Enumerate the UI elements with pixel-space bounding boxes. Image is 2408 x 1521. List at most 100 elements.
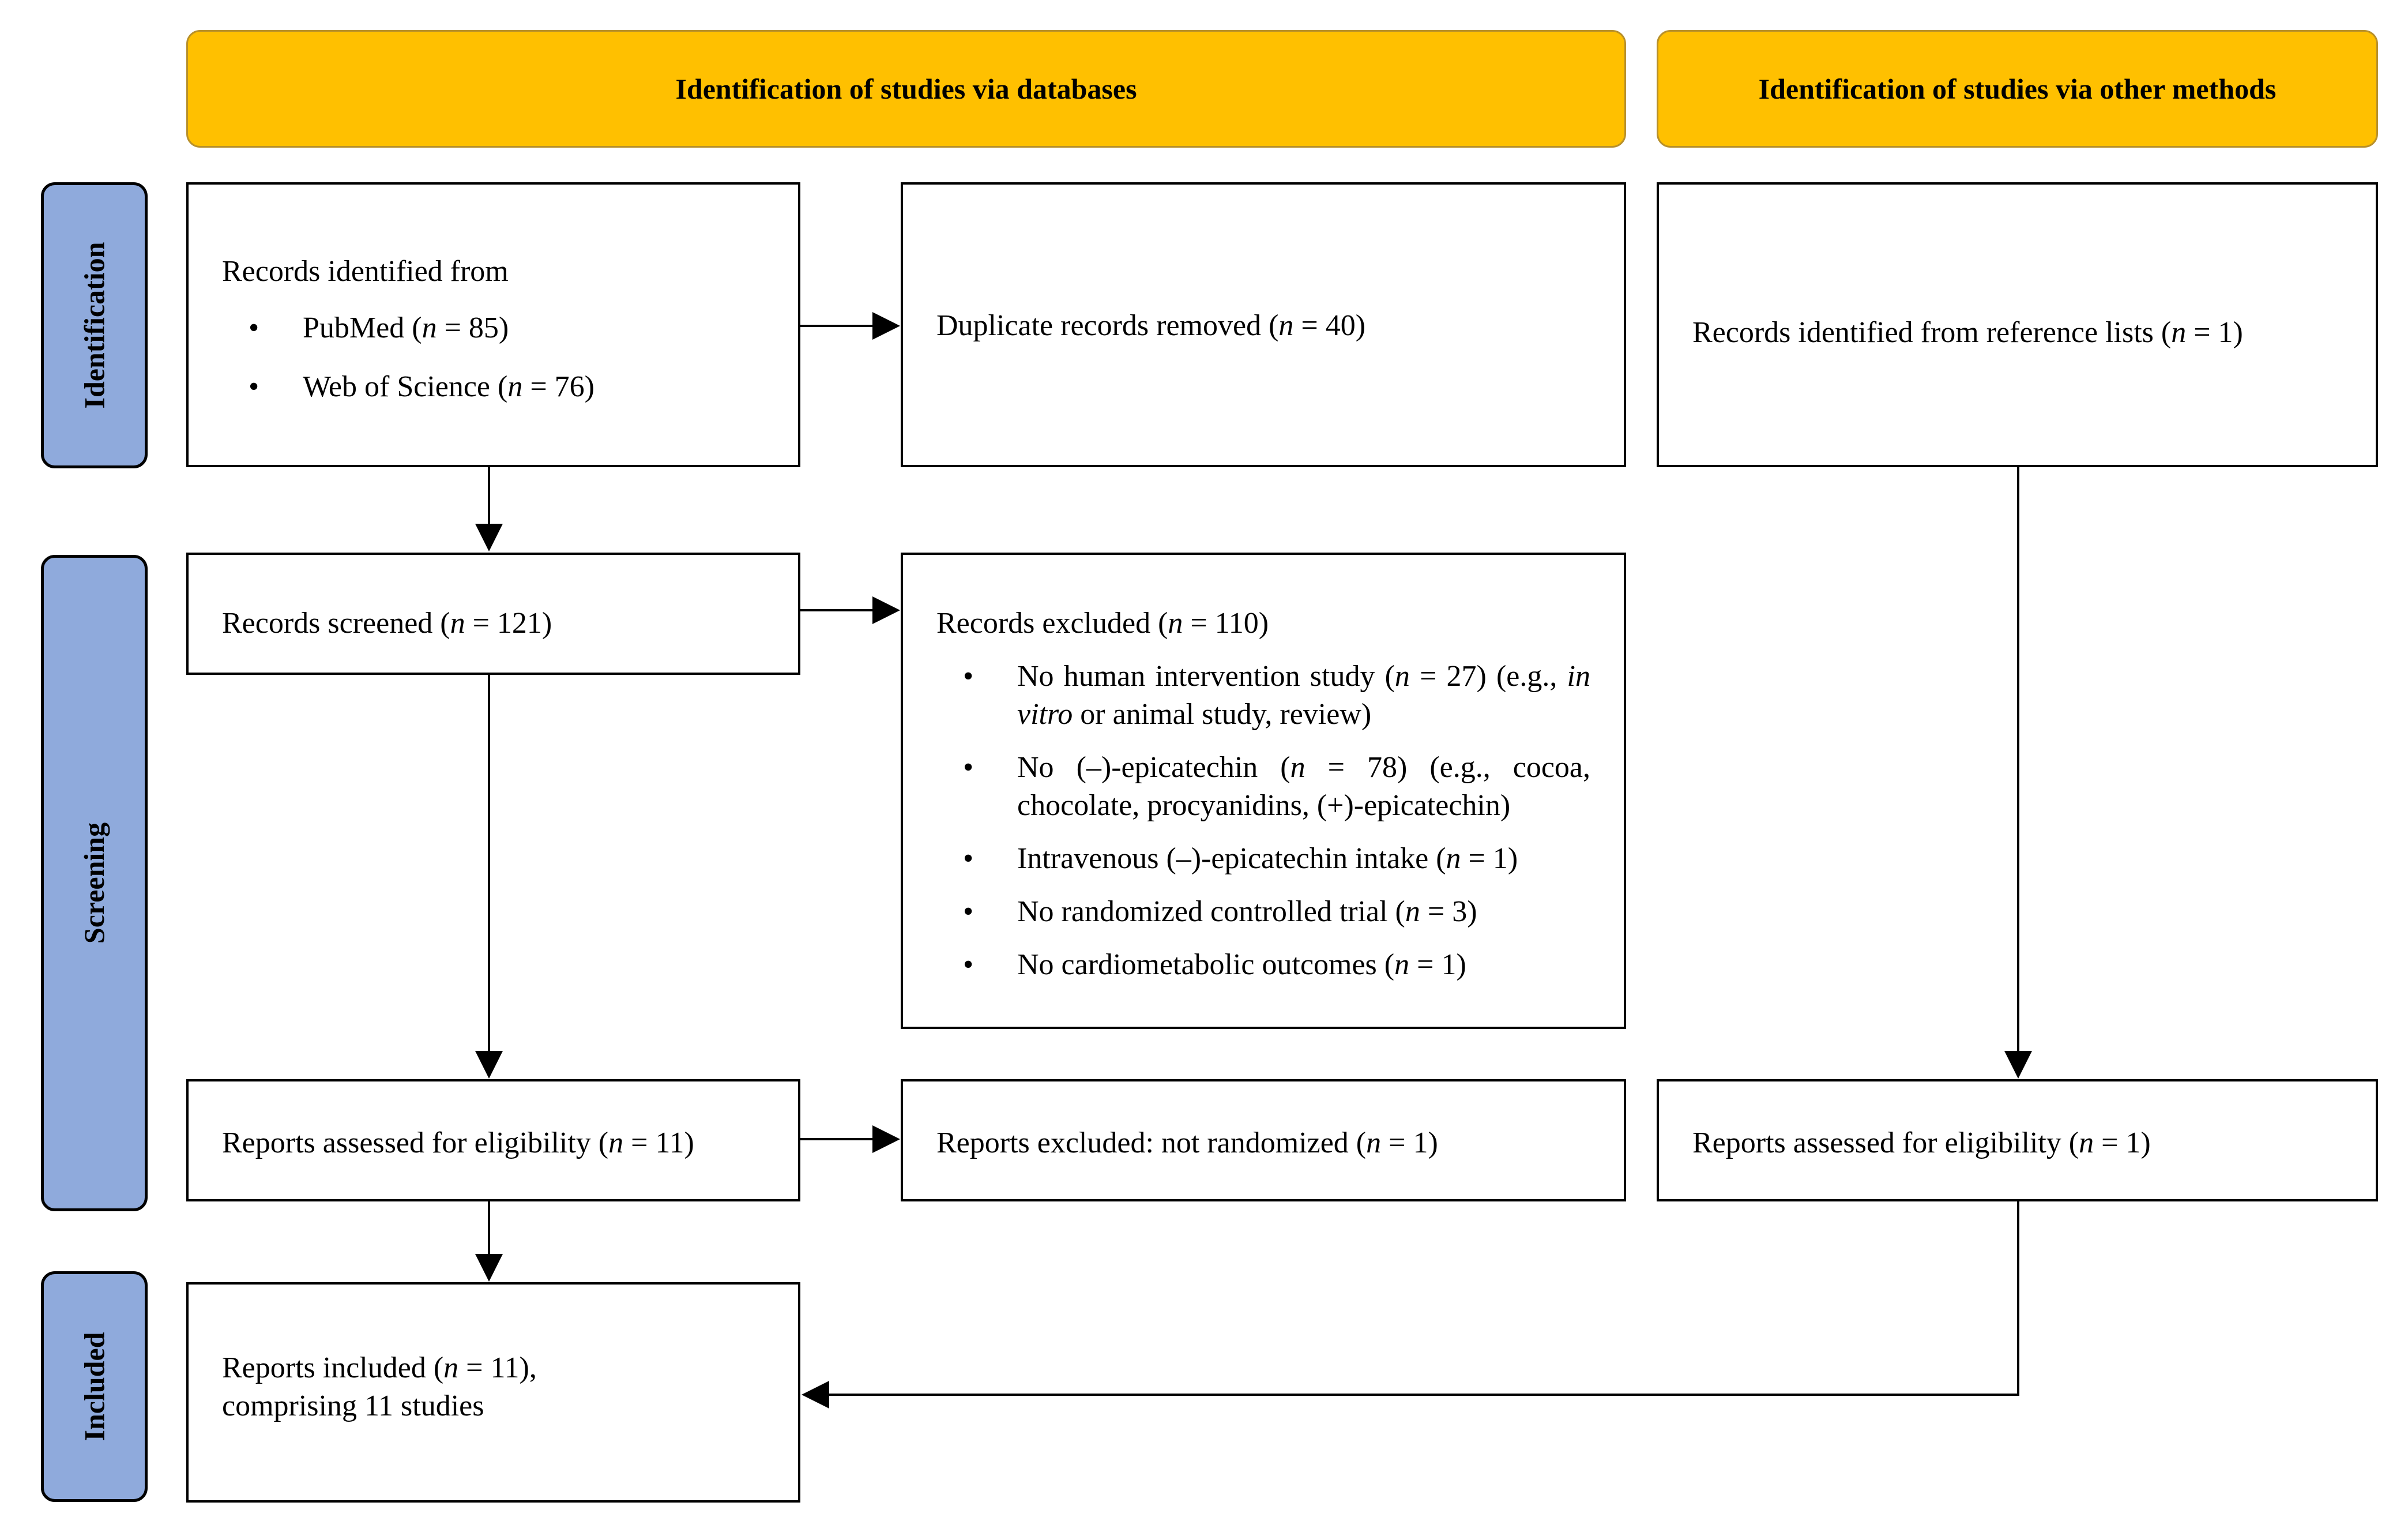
reason-text: = 1) — [1461, 842, 1518, 875]
n-symbol: n — [507, 370, 523, 403]
records-screened-label: Records screened ( — [222, 607, 450, 640]
duplicates-removed-box: Duplicate records removed (n = 40) — [901, 182, 1626, 467]
duplicates-count: = 40) — [1293, 309, 1366, 342]
stage-included: Included — [41, 1271, 148, 1502]
reports-excluded-box: Reports excluded: not randomized (n = 1) — [901, 1079, 1626, 1201]
source-wos-name: Web of Science ( — [303, 370, 508, 403]
exclusion-reason-3: • Intravenous (–)-epicatechin intake (n =… — [936, 840, 1590, 878]
reason-text: Intravenous (–)-epicatechin intake ( — [1017, 842, 1446, 875]
n-symbol: n — [1366, 1126, 1382, 1159]
bullet-icon: • — [963, 895, 974, 928]
n-symbol: n — [1278, 309, 1294, 342]
reference-lists-box: Records identified from reference lists … — [1657, 182, 2378, 467]
n-symbol: n — [1405, 895, 1420, 928]
reports-excluded-count: = 1) — [1381, 1126, 1438, 1159]
bullet-icon: • — [963, 842, 974, 875]
reports-included-box: Reports included (n = 11), comprising 11… — [186, 1282, 800, 1503]
reports-assessed-text: Reports assessed for eligibility (n = 11… — [222, 1124, 765, 1162]
n-symbol: n — [1168, 607, 1183, 640]
n-symbol: n — [608, 1126, 624, 1159]
other-reports-assessed-label: Reports assessed for eligibility ( — [1692, 1126, 2079, 1159]
reference-lists-count: = 1) — [2186, 316, 2243, 349]
stage-identification: Identification — [41, 182, 148, 468]
records-identified-box: Records identified from •PubMed (n = 85)… — [186, 182, 800, 467]
records-screened-count: = 121) — [465, 607, 552, 640]
header-databases-label: Identification of studies via databases — [675, 73, 1137, 105]
exclusion-reason-4: • No randomized controlled trial (n = 3) — [936, 893, 1590, 931]
reports-assessed-box: Reports assessed for eligibility (n = 11… — [186, 1079, 800, 1201]
reason-text: No human intervention study ( — [1017, 660, 1395, 693]
source-pubmed-name: PubMed ( — [303, 311, 422, 344]
reports-assessed-count: = 11) — [623, 1126, 694, 1159]
source-wos-count: = 76) — [522, 370, 595, 403]
bullet-icon: • — [963, 751, 974, 784]
records-identified-title: Records identified from — [222, 255, 509, 288]
arrow-other-assessed-to-included — [829, 1201, 2019, 1396]
bullet-icon: • — [249, 311, 259, 344]
stage-identification-label: Identification — [78, 242, 111, 409]
records-excluded-label: Records excluded ( — [936, 607, 1168, 640]
exclusion-reason-2: • No (–)-epicatechin (n = 78) (e.g., coco… — [936, 749, 1590, 825]
source-pubmed: • PubMed (n = 85) — [222, 309, 765, 347]
reports-excluded-text: Reports excluded: not randomized (n = 1) — [936, 1124, 1590, 1162]
header-other-methods: Identification of studies via other meth… — [1657, 30, 2378, 148]
n-symbol: n — [1446, 842, 1461, 875]
stage-screening: Screening — [41, 555, 148, 1211]
reports-included-line2: comprising 11 studies — [222, 1389, 484, 1422]
reports-assessed-label: Reports assessed for eligibility ( — [222, 1126, 609, 1159]
reports-excluded-label: Reports excluded: not randomized ( — [936, 1126, 1367, 1159]
header-databases: Identification of studies via databases — [186, 30, 1626, 148]
n-symbol: n — [1290, 751, 1305, 784]
reason-italic-text: in vitro — [1017, 660, 1590, 731]
bullet-icon: • — [249, 370, 259, 403]
arrowhead-right-icon — [872, 1125, 900, 1153]
records-screened-box: Records screened (n = 121) — [186, 553, 800, 675]
reason-text: No randomized controlled trial ( — [1017, 895, 1405, 928]
arrowhead-right-icon — [872, 312, 900, 340]
source-pubmed-count: = 85) — [437, 311, 509, 344]
reason-text: = 78) (e.g., cocoa, chocolate, procyanid… — [1017, 751, 1591, 822]
arrowhead-left-icon — [802, 1381, 829, 1409]
source-web-of-science: • Web of Science (n = 76) — [222, 368, 765, 406]
n-symbol: n — [1394, 660, 1410, 693]
records-excluded-box: Records excluded (n = 110) •No human int… — [901, 553, 1626, 1029]
header-other-methods-label: Identification of studies via other meth… — [1758, 73, 2277, 105]
records-screened-text: Records screened (n = 121) — [222, 604, 765, 643]
exclusion-reason-5: • No cardiometabolic outcomes (n = 1) — [936, 946, 1590, 984]
reason-text: or animal study, review) — [1073, 698, 1372, 731]
stage-included-label: Included — [78, 1332, 111, 1441]
reports-included-label: Reports included ( — [222, 1351, 444, 1384]
arrowhead-down-icon — [475, 524, 503, 551]
reason-text: No cardiometabolic outcomes ( — [1017, 948, 1395, 981]
n-symbol: n — [2171, 316, 2187, 349]
reports-included-line1: Reports included (n = 11), — [222, 1349, 765, 1387]
records-excluded-count: = 110) — [1183, 607, 1269, 640]
arrowhead-down-icon — [2004, 1051, 2032, 1079]
n-symbol: n — [422, 311, 437, 344]
n-symbol: n — [1394, 948, 1410, 981]
other-reports-assessed-text: Reports assessed for eligibility (n = 1) — [1692, 1124, 2342, 1162]
reference-lists-label: Records identified from reference lists … — [1692, 316, 2172, 349]
other-reports-assessed-box: Reports assessed for eligibility (n = 1) — [1657, 1079, 2378, 1201]
bullet-icon: • — [963, 948, 974, 981]
duplicates-removed-text: Duplicate records removed (n = 40) — [936, 307, 1590, 345]
reason-text: = 1) — [1409, 948, 1466, 981]
arrowhead-down-icon — [475, 1254, 503, 1282]
n-symbol: n — [443, 1351, 459, 1384]
bullet-icon: • — [963, 660, 974, 693]
reason-text: No (–)-epicatechin ( — [1017, 751, 1290, 784]
exclusion-reason-1: • No human intervention study (n = 27) (e… — [936, 658, 1590, 734]
other-reports-assessed-count: = 1) — [2094, 1126, 2151, 1159]
reports-included-count: = 11), — [458, 1351, 537, 1384]
reference-lists-text: Records identified from reference lists … — [1692, 314, 2342, 352]
n-symbol: n — [450, 607, 465, 640]
duplicates-label: Duplicate records removed ( — [936, 309, 1279, 342]
stage-screening-label: Screening — [78, 822, 111, 944]
reason-text: = 3) — [1420, 895, 1477, 928]
arrowhead-right-icon — [872, 596, 900, 624]
arrowhead-down-icon — [475, 1051, 503, 1079]
n-symbol: n — [2079, 1126, 2094, 1159]
reason-text: = 27) (e.g., — [1409, 660, 1567, 693]
records-excluded-title: Records excluded (n = 110) — [936, 604, 1590, 643]
